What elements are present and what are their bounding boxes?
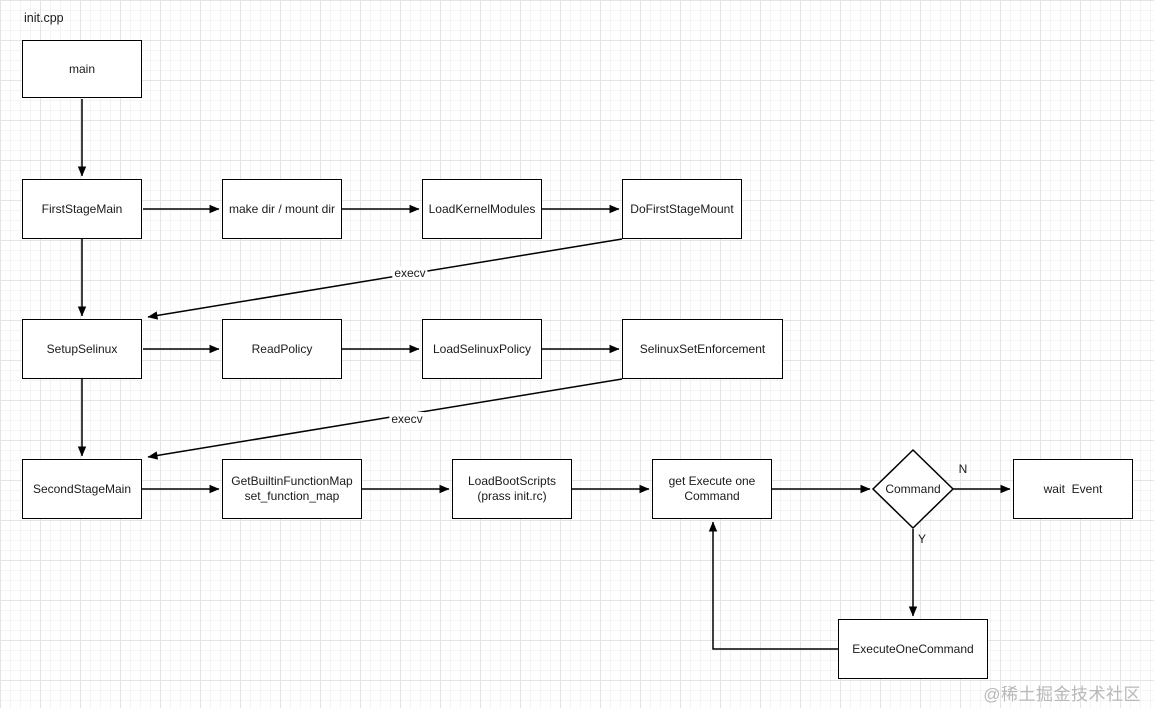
node-setup-selinux-label: SetupSelinux xyxy=(46,341,118,356)
node-load-boot-scripts: LoadBootScripts (prass init.rc) xyxy=(452,459,572,519)
node-first-stage-main: FirstStageMain xyxy=(22,179,142,239)
edge-execv-selinuxsetenforcement-to-secondstagemain xyxy=(147,378,623,460)
node-read-policy-label: ReadPolicy xyxy=(251,341,313,356)
node-load-kernel-modules: LoadKernelModules xyxy=(422,179,542,239)
node-do-first-stage-mount: DoFirstStageMount xyxy=(622,179,742,239)
node-main-label: main xyxy=(68,61,95,76)
node-make-dir-mount-dir: make dir / mount dir xyxy=(222,179,342,239)
edge-label-execv-second: execv xyxy=(389,412,425,426)
node-second-stage-main-label: SecondStageMain xyxy=(32,481,132,496)
node-selinux-set-enforcement-label: SelinuxSetEnforcement xyxy=(639,341,766,356)
node-get-execute-one-command: get Execute one Command xyxy=(652,459,772,519)
diagram-title: init.cpp xyxy=(24,11,64,25)
node-do-first-stage-mount-label: DoFirstStageMount xyxy=(630,201,734,216)
node-load-kernel-modules-label: LoadKernelModules xyxy=(428,201,536,216)
node-execute-one-command: ExecuteOneCommand xyxy=(838,619,988,679)
node-read-policy: ReadPolicy xyxy=(222,319,342,379)
node-load-selinux-policy-label: LoadSelinuxPolicy xyxy=(432,341,532,356)
edge-executeonecommand-loop-to-getexecuteonecommand xyxy=(708,521,838,650)
node-second-stage-main: SecondStageMain xyxy=(22,459,142,519)
node-wait-event: wait Event xyxy=(1013,459,1133,519)
node-command-decision-label: Command xyxy=(885,482,941,496)
node-wait-event-label: wait Event xyxy=(1043,481,1103,496)
node-execute-one-command-label: ExecuteOneCommand xyxy=(852,641,974,656)
node-selinux-set-enforcement: SelinuxSetEnforcement xyxy=(622,319,783,379)
node-load-selinux-policy: LoadSelinuxPolicy xyxy=(422,319,542,379)
node-get-builtin-function-map-label: GetBuiltinFunctionMap set_function_map xyxy=(231,474,353,503)
node-main: main xyxy=(22,40,142,98)
node-first-stage-main-label: FirstStageMain xyxy=(41,201,123,216)
node-setup-selinux: SetupSelinux xyxy=(22,319,142,379)
node-get-execute-one-command-label: get Execute one Command xyxy=(668,474,756,503)
edge-label-execv-first: execv xyxy=(392,266,428,280)
node-make-dir-mount-dir-label: make dir / mount dir xyxy=(228,201,336,216)
edge-label-n: N xyxy=(958,462,968,476)
edge-label-y: Y xyxy=(917,532,927,546)
edge-execv-dofirststagemount-to-setupselinux xyxy=(147,238,623,320)
node-command-decision: Command xyxy=(873,450,953,528)
watermark: @稀土掘金技术社区 xyxy=(983,685,1141,704)
node-load-boot-scripts-label: LoadBootScripts (prass init.rc) xyxy=(467,474,557,503)
node-get-builtin-function-map: GetBuiltinFunctionMap set_function_map xyxy=(222,459,362,519)
